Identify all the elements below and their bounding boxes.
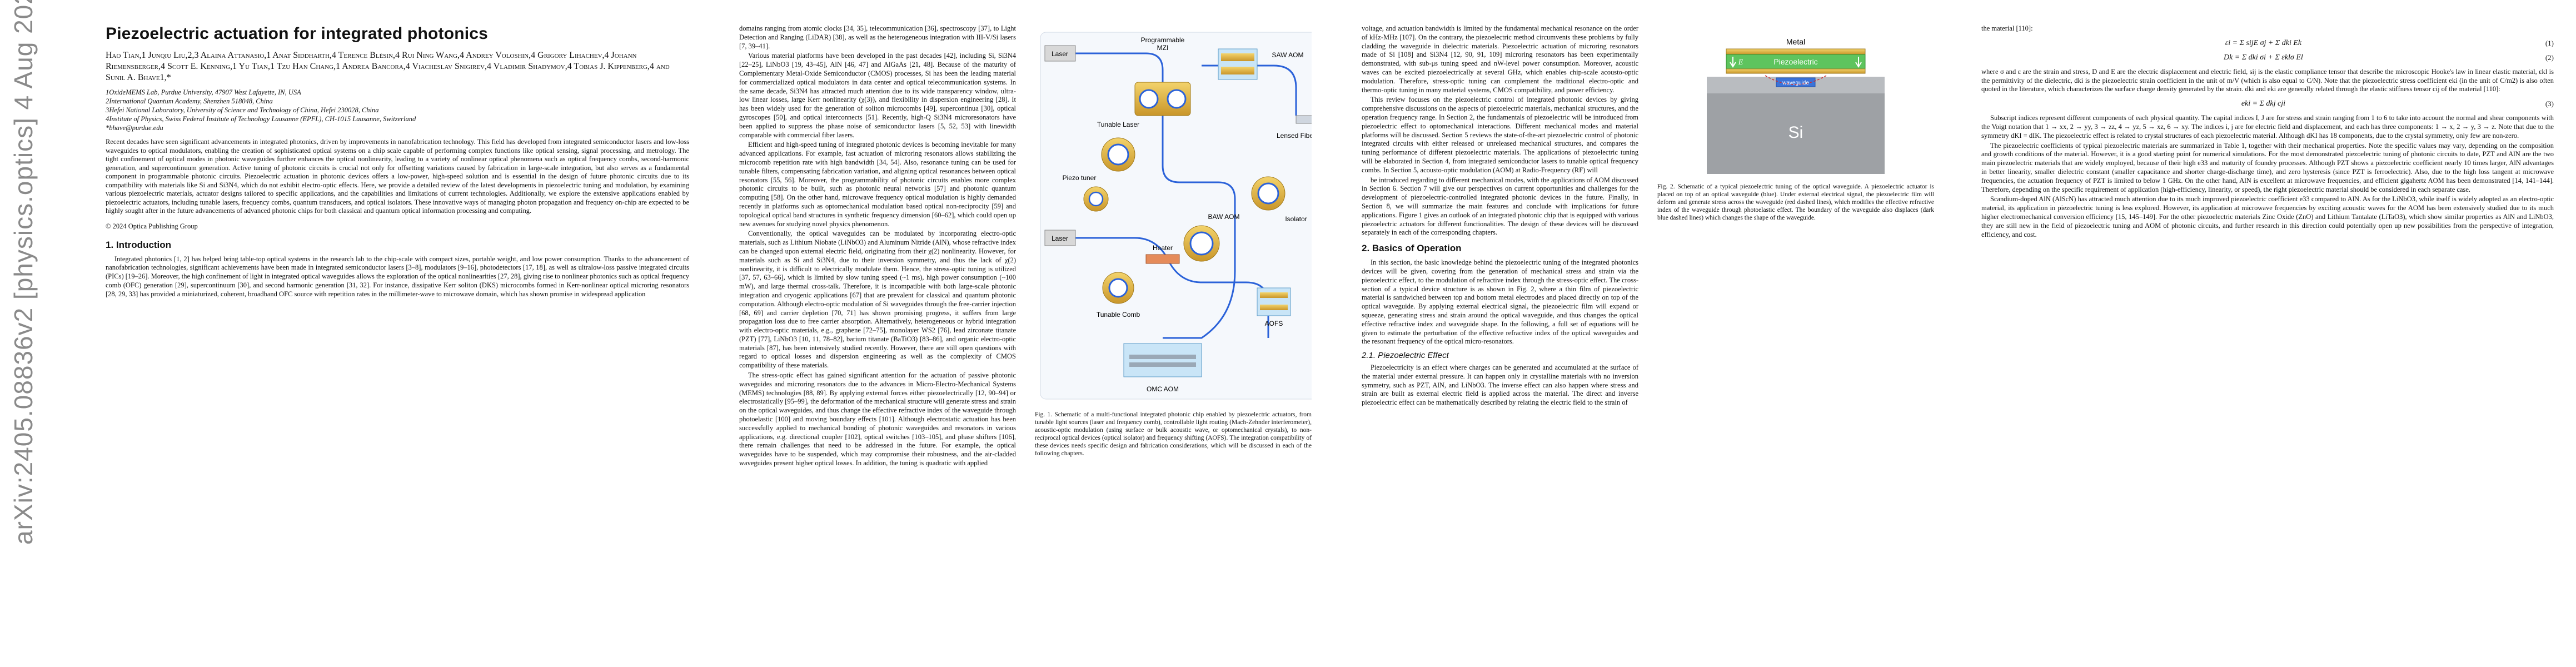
equation-2-body: Dk = Σ dki σi + Σ εklσ El — [2224, 53, 2303, 62]
column-right: Metal E Piezoelectric waveguide Si Fig. … — [1657, 24, 1934, 650]
aofs-label: AOFS — [1265, 320, 1283, 327]
paragraph: The stress-optic effect has gained signi… — [739, 371, 1016, 467]
paper-title: Piezoelectric actuation for integrated p… — [106, 24, 489, 43]
e-field-label: E — [1738, 58, 1743, 67]
lensed-fiber-label: Lensed Fiber — [1277, 132, 1312, 140]
piezoelectric-label: Piezoelectric — [1773, 57, 1817, 66]
paragraph: Conventionally, the optical waveguides c… — [739, 230, 1016, 370]
subsection-heading-piezoelectric-effect: 2.1. Piezoelectric Effect — [1362, 351, 1449, 361]
isolator-label: Isolator — [1285, 215, 1307, 223]
paragraph: Efficient and high-speed tuning of integ… — [739, 141, 1016, 228]
figure-2: Metal E Piezoelectric waveguide Si Fig. … — [1657, 27, 1934, 222]
affiliation: 4Institute of Physics, Swiss Federal Ins… — [106, 115, 416, 123]
omc-aom-label: OMC AOM — [1147, 385, 1179, 393]
paragraph: Piezoelectricity is an effect where char… — [1362, 364, 1638, 407]
equation-3: eki = Σ dkj cji (3) — [1981, 99, 2554, 108]
equation-3-number: (3) — [2545, 99, 2554, 108]
affiliation-list: 1OxideMEMS Lab, Purdue University, 47907… — [106, 88, 689, 132]
page-3: voltage, and actuation bandwidth is limi… — [1339, 0, 1956, 667]
tunable-laser-label: Tunable Laser — [1097, 121, 1139, 128]
page-4: the material [110]: εi = Σ sijE σj + Σ d… — [1959, 0, 2576, 667]
paragraph: The piezoelectric coefficients of typica… — [1981, 141, 2554, 193]
author-list: Hao Tian,1 Junqiu Liu,2,3 Alaina Attanas… — [106, 51, 670, 82]
figure-2-caption: Fig. 2. Schematic of a typical piezoelec… — [1657, 183, 1934, 221]
equation-1: εi = Σ sijE σj + Σ dki Ek (1) — [1981, 39, 2554, 48]
figure-1-caption: Fig. 1. Schematic of a multi-functional … — [1035, 411, 1312, 457]
paragraph: Integrated photonics [1, 2] has helped b… — [106, 255, 689, 298]
piezoelectric-waveguide-cross-section: Metal E Piezoelectric waveguide Si — [1707, 29, 1885, 174]
saw-aom-label: SAW AOM — [1272, 51, 1304, 59]
paragraph: be introduced regarding to different mec… — [1362, 176, 1638, 237]
affiliation: 2International Quantum Academy, Shenzhen… — [106, 97, 273, 105]
paragraph: This review focuses on the piezoelectric… — [1362, 96, 1638, 174]
si-label: Si — [1788, 123, 1803, 142]
section-heading-basics: 2. Basics of Operation — [1362, 243, 1462, 254]
equation-3-body: eki = Σ dkj cji — [2241, 99, 2285, 108]
affiliation: 1OxideMEMS Lab, Purdue University, 47907… — [106, 88, 301, 96]
arxiv-identifier: arXiv:2405.08836v2 [physics.optics] 4 Au… — [9, 0, 38, 545]
corresponding-email[interactable]: *bhave@purdue.edu — [106, 124, 163, 132]
paragraph: where σ and ε are the strain and stress,… — [1981, 67, 2554, 93]
tunable-comb-label: Tunable Comb — [1097, 311, 1140, 318]
baw-aom-label: BAW AOM — [1208, 213, 1240, 221]
copyright: © 2024 Optica Publishing Group — [106, 222, 198, 230]
piezo-tuner-label: Piezo tuner — [1063, 174, 1097, 182]
laser-top-label: Laser — [1052, 50, 1068, 58]
column-left: voltage, and actuation bandwidth is limi… — [1362, 24, 1638, 650]
paragraph: Various material platforms have been dev… — [739, 52, 1016, 139]
equation-1-number: (1) — [2545, 38, 2554, 47]
column-left: domains ranging from atomic clocks [34, … — [739, 24, 1016, 650]
metal-label: Metal — [1786, 37, 1805, 46]
page-2: domains ranging from atomic clocks [34, … — [717, 0, 1334, 667]
paragraph: Scandium-doped AlN (AlScN) has attracted… — [1981, 195, 2554, 238]
equation-2: Dk = Σ dki σi + Σ εklσ El (2) — [1981, 53, 2554, 62]
section-heading-introduction: 1. Introduction — [106, 239, 172, 250]
heater-label: Heater — [1153, 244, 1173, 252]
paragraph: the material [110]: — [1981, 24, 2033, 32]
equation-1-body: εi = Σ sijE σj + Σ dki Ek — [2225, 38, 2302, 47]
page-1: Piezoelectric actuation for integrated p… — [83, 0, 711, 667]
paragraph: In this section, the basic knowledge beh… — [1362, 258, 1638, 346]
paragraph: voltage, and actuation bandwidth is limi… — [1362, 24, 1638, 94]
laser-bottom-label: Laser — [1052, 235, 1068, 242]
equation-2-number: (2) — [2545, 53, 2554, 62]
waveguide-label: waveguide — [1782, 80, 1809, 86]
paragraph: domains ranging from atomic clocks [34, … — [739, 24, 1016, 50]
affiliation: 3Hefei National Laboratory, University o… — [106, 106, 379, 114]
abstract: Recent decades have seen significant adv… — [106, 138, 689, 215]
paragraph: Subscript indices represent different co… — [1981, 114, 2554, 140]
